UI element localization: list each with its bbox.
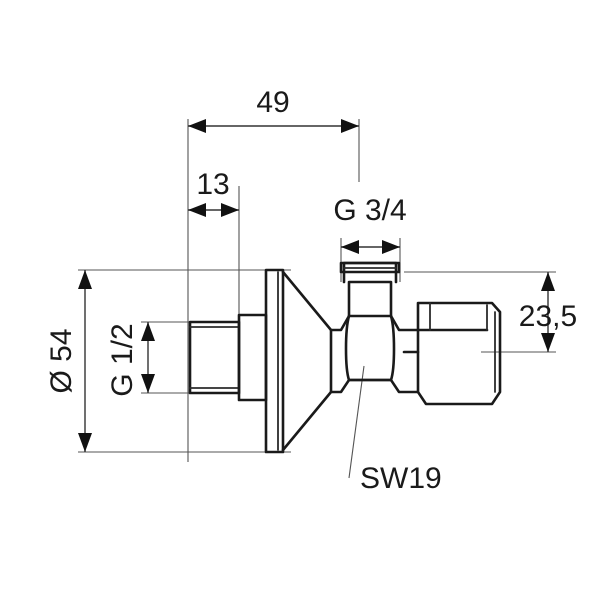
inlet-collar	[237, 313, 268, 402]
arrow-head-right-49	[341, 119, 359, 133]
arrow-head-left-g34	[341, 240, 359, 254]
dimension-d54: Ø 54	[45, 270, 92, 452]
arrow-head-top-235	[541, 272, 555, 291]
arrow-head-top-g12	[141, 322, 155, 341]
dimension-13: 13	[188, 168, 239, 217]
rosette-flange	[264, 268, 285, 454]
dimension-label-d54: Ø 54	[45, 328, 78, 393]
dimension-g34: G 3/4	[333, 194, 407, 254]
dimension-label-sw19: SW19	[360, 462, 442, 495]
dimension-235: 23,5	[519, 272, 577, 352]
union-nut	[416, 301, 502, 406]
leader-line-sw19	[348, 365, 365, 479]
cone-transition	[281, 270, 333, 452]
arrow-head-left-13	[188, 203, 206, 217]
inlet-thread-g12	[188, 320, 241, 395]
arrow-head-top-d54	[78, 270, 92, 289]
arrow-head-bottom-235	[541, 333, 555, 352]
dimension-label-13: 13	[196, 168, 229, 201]
valve-body-block	[329, 280, 420, 394]
dimension-label-49: 49	[256, 86, 289, 119]
dimension-sw19: SW19	[348, 365, 442, 495]
arrow-head-left-49	[188, 119, 206, 133]
dimension-label-235: 23,5	[519, 300, 577, 333]
arrow-head-bottom-g12	[141, 374, 155, 393]
dimension-g12: G 1/2	[106, 322, 155, 397]
spindle-hex-sw19	[344, 314, 396, 382]
arrow-head-bottom-d54	[78, 433, 92, 452]
dimension-label-g12: G 1/2	[106, 323, 139, 396]
dimension-label-g34: G 3/4	[333, 194, 406, 227]
outlet-spigot-g34	[339, 261, 401, 284]
valve-body-geometry	[188, 261, 502, 454]
dimension-49: 49	[188, 86, 359, 133]
arrow-head-right-g34	[382, 240, 400, 254]
arrow-head-right-13	[221, 203, 239, 217]
